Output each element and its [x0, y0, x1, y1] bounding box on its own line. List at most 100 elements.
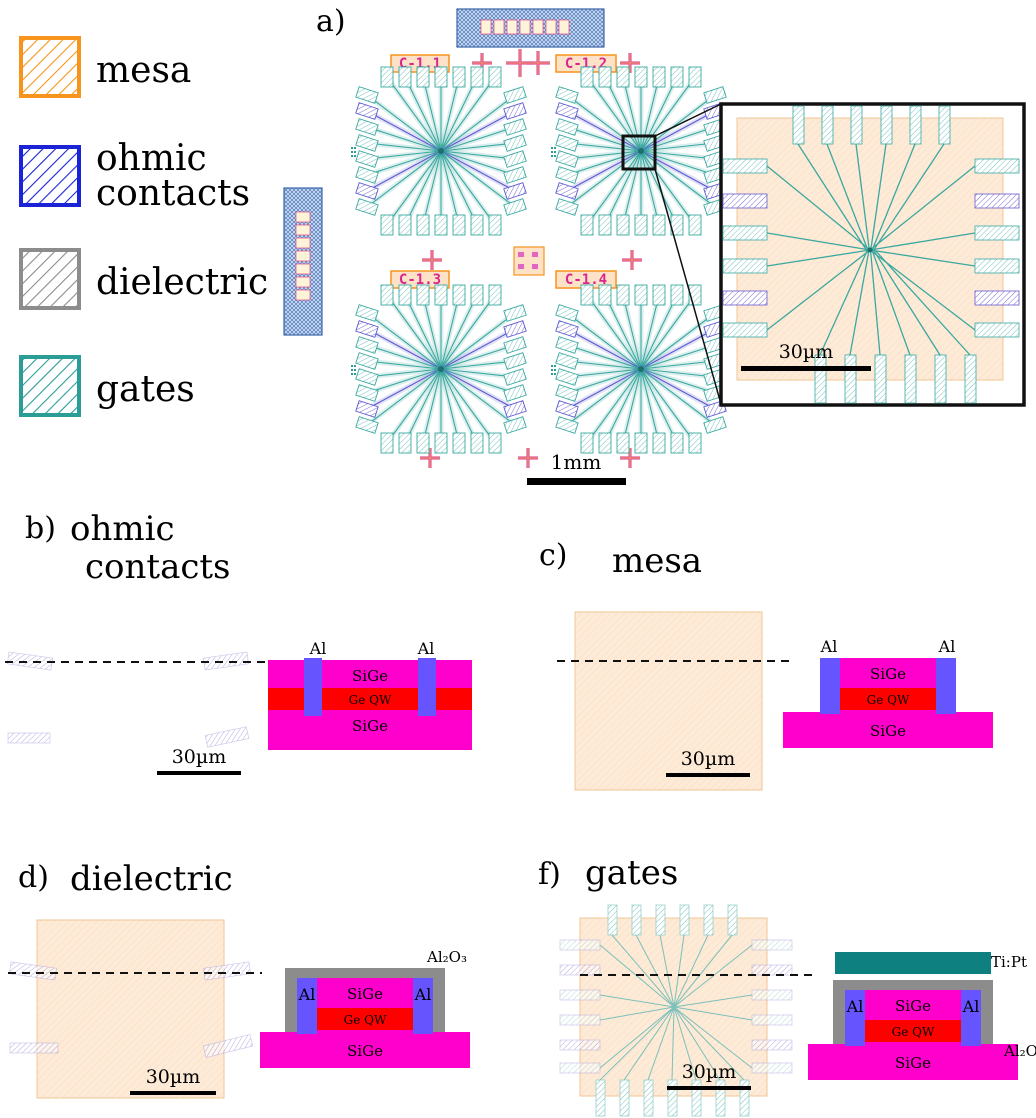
quad-br-fan-line — [622, 368, 642, 444]
quad-bl-fan-line — [404, 294, 442, 370]
legend-swatch-1 — [19, 145, 81, 207]
quad-tl-bond-pad — [355, 150, 379, 168]
panel-b-ohmic-pad-tr — [202, 651, 250, 671]
quad-bl-bond-pad — [503, 400, 527, 418]
panel-f-ge-qw-label: Ge QW — [892, 1025, 935, 1039]
panel-c-title: mesa — [612, 541, 702, 581]
panel-a-scale-bar — [527, 478, 626, 485]
quad-tl-bond-pad — [416, 66, 430, 88]
quad-bl-bond-pad — [434, 432, 448, 454]
quad-bl-center — [438, 366, 444, 372]
quad-tl-fan-band — [439, 149, 517, 209]
panel-f-gate-lead — [659, 934, 675, 1008]
quad-bl-fan-line — [366, 312, 442, 370]
quad-tl-fan-line — [422, 150, 442, 226]
quad-bl-fan-band — [366, 366, 442, 396]
panel-f-top-gate — [679, 904, 690, 936]
inset-right-ohmic — [974, 290, 1020, 306]
quad-tl-fan-line — [404, 150, 442, 226]
quad-tr-fan-line — [640, 150, 716, 160]
legend-label-1-line2: contacts — [96, 173, 250, 214]
quad-tr-fan-line — [586, 76, 642, 152]
quad-tr-dot-mark — [551, 151, 553, 153]
panel-f-sige-bottom — [808, 1044, 1018, 1080]
quad-br-dot-mark — [551, 373, 553, 375]
panel-f-gate-lead — [673, 934, 733, 1008]
alignment-cross-core — [422, 250, 442, 270]
quad-bl-fan-band — [438, 293, 498, 371]
quad-bl-fan-band — [440, 366, 516, 396]
center-marker-dot — [532, 264, 538, 269]
quad-br-fan-band — [639, 366, 717, 412]
panel-d-ohmic-pad-br — [202, 1033, 254, 1059]
quad-br-fan-band — [566, 366, 642, 396]
quad-bl-fan-line — [366, 360, 442, 370]
quad-tl-bond-pad — [503, 134, 527, 152]
quad-tl-fan-band — [438, 76, 462, 152]
panel-d-ohmic-pad-tr — [202, 961, 252, 981]
quad-bl-fan-band — [366, 358, 442, 372]
quad-bl-fan-band — [438, 294, 462, 370]
quad-tr-fan-band — [639, 93, 717, 153]
quad-tl-fan-band — [365, 108, 443, 154]
quad-tr-bond-pad — [555, 150, 579, 168]
top-label-cell — [506, 19, 518, 35]
panel-f-gate-lead — [611, 934, 675, 1008]
quad-tr-fan-line — [566, 110, 642, 152]
quad-bl-fan-band — [420, 294, 444, 370]
inset-gate-lead — [869, 232, 976, 251]
quad-tr-fan-band — [638, 75, 680, 153]
quad-tr-fan-band — [640, 148, 716, 162]
quad-tl-fan-band — [366, 148, 442, 178]
quad-tl-fan-line — [366, 150, 442, 192]
legend-label-2: dielectric — [96, 262, 268, 303]
panel-d-al-left — [297, 978, 317, 1034]
quad-tr-fan-line — [640, 150, 678, 226]
panel-f-bottom-gate — [739, 1079, 750, 1117]
quad-tl-fan-band — [440, 124, 516, 154]
quad-tr-fan-band — [566, 140, 642, 154]
panel-f-gate-lead — [635, 934, 675, 1008]
panel-b-label: b) — [25, 511, 56, 546]
inset-left-gate — [722, 225, 768, 241]
inset-gate-lead — [766, 165, 871, 251]
quad-br-fan-band — [566, 366, 642, 380]
panel-f-top-gate — [607, 904, 618, 936]
quad-bl-fan-band — [440, 342, 516, 372]
panel-b-title-line1: ohmic — [70, 509, 175, 549]
panel-c-al-left — [820, 658, 840, 714]
inset-left-gate — [722, 322, 768, 338]
quad-tr-fan-band — [638, 149, 680, 227]
panel-f-sige-top — [845, 990, 981, 1020]
panel-f-bottom-gate — [691, 1079, 702, 1117]
quad-bl-bond-pad — [416, 432, 430, 454]
quad-br-bond-pad — [555, 416, 579, 434]
quad-br-bond-pad — [670, 284, 684, 306]
inset-gate-lead — [766, 249, 871, 331]
quad-tr-fan-line — [640, 150, 716, 192]
alignment-cross-core — [622, 250, 642, 270]
quad-tl-center — [438, 148, 444, 154]
legend-swatch-3 — [19, 355, 81, 417]
quad-br-fan-line — [566, 360, 642, 370]
quad-tl-fan-band — [366, 148, 442, 162]
quad-tl-fan-band — [438, 75, 480, 153]
quad-tr-fan-line — [640, 150, 660, 226]
panel-d-ge-qw — [297, 1008, 433, 1030]
quad-br-fan-band — [620, 368, 644, 444]
quad-bl-fan-line — [440, 312, 516, 370]
alignment-cross-core — [620, 53, 640, 73]
quad-tr-bond-pad — [555, 166, 579, 184]
panel-b-sige-top — [268, 660, 472, 688]
quad-tl-fan-band — [438, 150, 462, 226]
quad-bl-fan-line — [440, 294, 460, 370]
quad-br-bond-pad — [555, 368, 579, 386]
inset-top-gate — [880, 105, 893, 145]
left-label-cell — [295, 263, 311, 275]
quad-tl-fan-band — [402, 75, 444, 153]
quad-br-fan-line — [566, 368, 642, 410]
panel-f-bottom-gate — [619, 1079, 630, 1117]
quad-tl-fan-line — [422, 76, 442, 152]
quad-br-bond-pad — [598, 284, 612, 306]
